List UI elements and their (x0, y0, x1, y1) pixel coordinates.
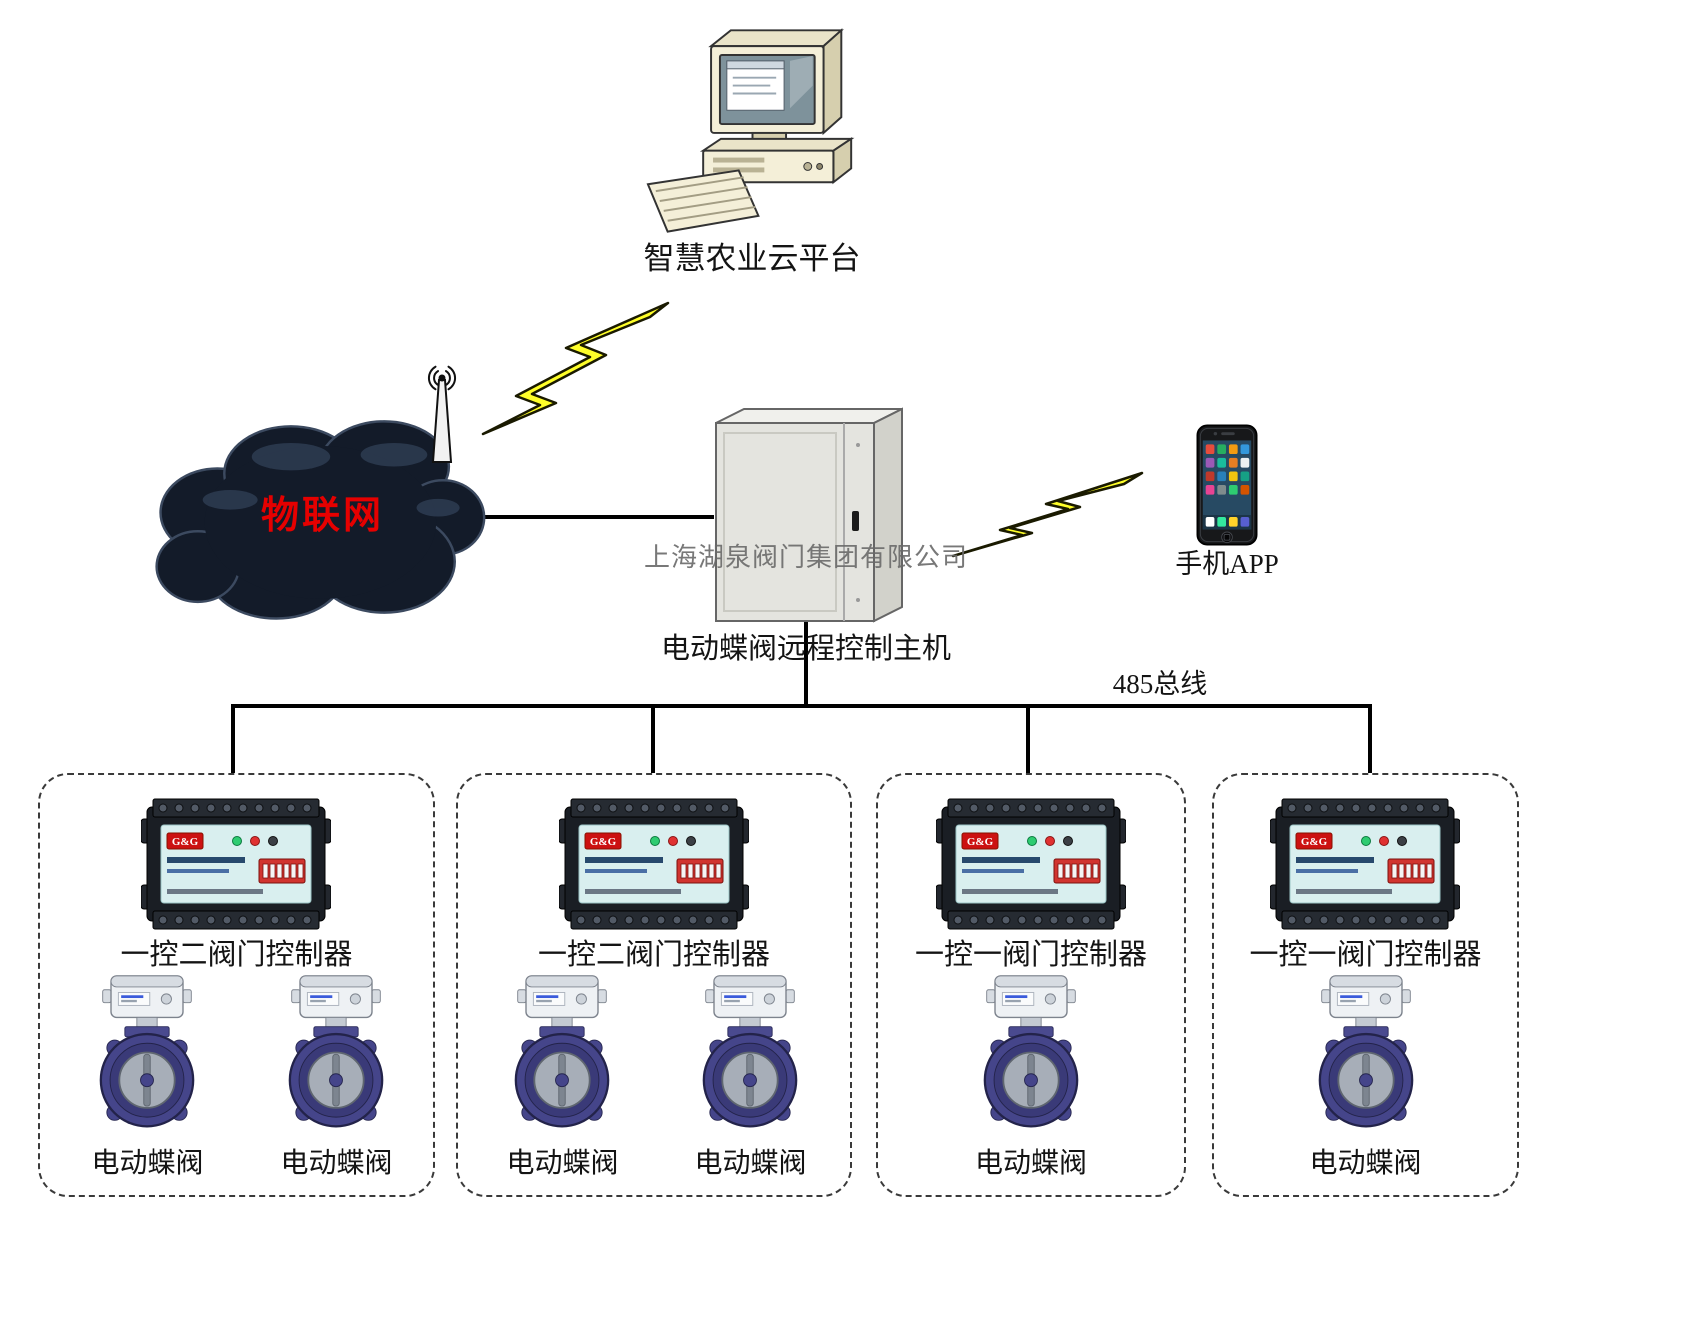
valve-label: 电动蝶阀 (506, 1148, 619, 1179)
valve-controller-device: G&G (141, 797, 331, 931)
lightning-bolt-cloud-icon (481, 301, 670, 436)
butterfly-valve-icon (502, 973, 622, 1132)
valve-label: 电动蝶阀 (91, 1148, 204, 1179)
butterfly-valve-icon (971, 973, 1091, 1132)
controller-brand-text: G&G (1301, 836, 1328, 848)
controller-brand-text: G&G (590, 836, 617, 848)
platform-title-label: 智慧农业云平台 (643, 241, 861, 276)
control-cabinet-icon (706, 405, 906, 630)
valve-label: 电动蝶阀 (974, 1148, 1087, 1179)
controller-label: 一控一阀门控制器 (914, 939, 1147, 971)
controller-label: 一控二阀门控制器 (537, 939, 770, 971)
valve-group-3: G&G 一控一阀门控制器 电动蝶阀 (876, 773, 1186, 1197)
valve-group-4: G&G 一控一阀门控制器 电动蝶阀 (1212, 773, 1519, 1197)
valve-group-2: G&G 一控二阀门控制器 电动蝶阀 电动蝶阀 (456, 773, 852, 1197)
valve-group-1: G&G 一控二阀门控制器 电动蝶阀 电动蝶阀 (38, 773, 435, 1197)
valve-label: 电动蝶阀 (694, 1148, 807, 1179)
butterfly-valve-icon (690, 973, 810, 1132)
valve-label: 电动蝶阀 (280, 1148, 393, 1179)
valve-controller-device: G&G (1270, 797, 1460, 931)
butterfly-valve-icon (87, 973, 207, 1132)
controller-brand-text: G&G (172, 836, 199, 848)
antenna-icon (407, 360, 477, 465)
valve-controller-device: G&G (559, 797, 749, 931)
controller-label: 一控一阀门控制器 (1249, 939, 1482, 971)
cloud-platform-computer-icon (642, 18, 864, 238)
controller-label: 一控二阀门控制器 (120, 939, 353, 971)
smartphone-icon (1196, 424, 1258, 546)
iot-cloud-label: 物联网 (260, 495, 384, 537)
lightning-bolt-phone-icon (951, 471, 1144, 558)
phone-label: 手机APP (1175, 549, 1279, 579)
valve-controller-device: G&G (936, 797, 1126, 931)
butterfly-valve-icon (276, 973, 396, 1132)
butterfly-valve-icon (1306, 973, 1426, 1132)
host-watermark: 上海湖泉阀门集团有限公司 (643, 543, 968, 572)
controller-brand-text: G&G (967, 836, 994, 848)
valve-label: 电动蝶阀 (1309, 1148, 1422, 1179)
host-label: 电动蝶阀远程控制主机 (660, 633, 951, 665)
bus-label: 485总线 (1112, 669, 1208, 699)
